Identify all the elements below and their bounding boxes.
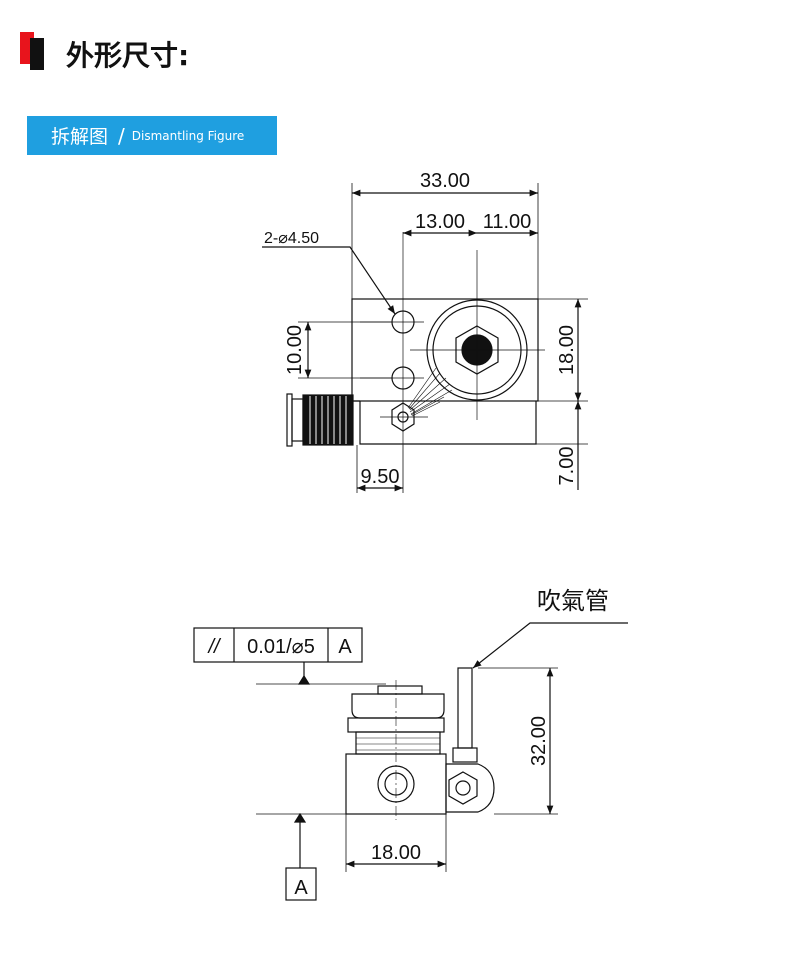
- tube-nut: [452, 747, 478, 763]
- side-fitting: [445, 763, 495, 813]
- dim-hole-spec: 2-⌀4.50: [264, 230, 319, 247]
- dim-side-width: 18.00: [371, 842, 421, 864]
- dome-housing: [351, 693, 445, 719]
- datum-box: [285, 867, 317, 901]
- dim-overall-width: 33.00: [420, 170, 470, 192]
- side-hex: [448, 771, 478, 805]
- hole-leader: [262, 246, 396, 315]
- tag-label-en: Dismantling Figure: [131, 128, 245, 143]
- tolerance-symbol: //: [206, 636, 222, 658]
- top-cap: [377, 685, 423, 695]
- centerlines: [360, 232, 545, 445]
- spray-pattern: [407, 367, 453, 417]
- tag-slash: /: [118, 123, 125, 148]
- threaded-neck: [355, 731, 441, 755]
- tolerance-frame: [193, 627, 363, 663]
- datum-label: A: [294, 877, 308, 899]
- tolerance-datum: A: [338, 636, 352, 658]
- page-title: 外形尺寸:: [66, 39, 190, 72]
- dim-offset-a: 13.00: [415, 211, 465, 233]
- tag-label-cn: 拆解图: [51, 126, 109, 148]
- extension-lines: [298, 183, 588, 493]
- top-view: [262, 183, 588, 493]
- dim-nozzle-offset: 9.50: [361, 466, 400, 488]
- section-header: 外形尺寸:: [20, 32, 420, 76]
- tolerance-value: 0.01/⌀5: [247, 636, 315, 658]
- dim-hole-pitch: 10.00: [284, 325, 306, 375]
- blow-tube: [457, 667, 473, 749]
- fitting-flange: [286, 393, 293, 447]
- section-tag: 拆解图 / Dismantling Figure: [27, 116, 277, 155]
- fitting-cap: [291, 398, 304, 442]
- callout-leader: [472, 622, 628, 669]
- knurl-lines: [309, 396, 347, 444]
- header-marker-black: [30, 38, 44, 70]
- dim-lower-height: 7.00: [556, 447, 578, 486]
- side-bore: [455, 780, 471, 796]
- dim-body-height: 18.00: [556, 325, 578, 375]
- side-view: [193, 622, 628, 901]
- dim-offset-b: 11.00: [483, 211, 532, 233]
- lower-block: [359, 401, 537, 445]
- dim-side-height: 32.00: [528, 716, 550, 766]
- callout-blow-tube: 吹氣管: [537, 587, 609, 615]
